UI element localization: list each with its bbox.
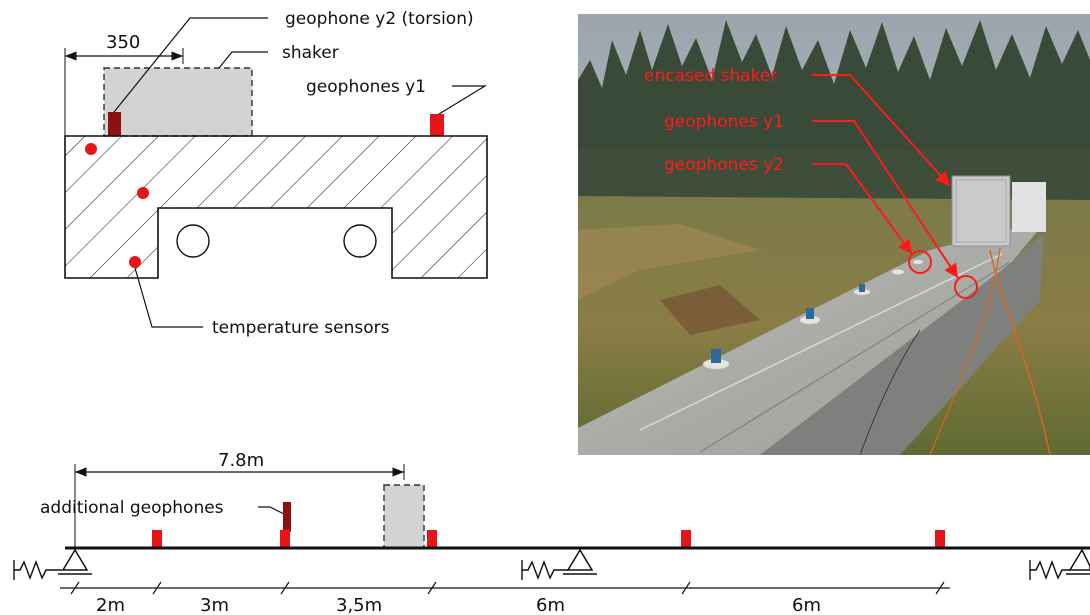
temperature-sensor-dot: [85, 143, 97, 155]
label-shaker: shaker: [282, 43, 339, 63]
label-additional-geophones: additional geophones: [40, 498, 224, 518]
longitudinal-geophone: [280, 530, 290, 548]
label-temperature-sensors: temperature sensors: [212, 318, 390, 338]
dimension-350-label: 350: [106, 32, 140, 53]
photo-label-geophones-y2: geophones y2: [664, 155, 784, 175]
photo-leader-shaker: [812, 74, 951, 187]
support-right: [1029, 548, 1090, 580]
leader-shaker: [218, 51, 268, 69]
longitudinal-geophone: [935, 530, 945, 548]
photo-label-geophones-y1: geophones y1: [664, 112, 784, 132]
temperature-sensor-dot: [129, 256, 141, 268]
span-ticks: [70, 581, 945, 595]
photo-marker-geophone-y2: [908, 250, 932, 274]
longitudinal-geophone: [681, 530, 691, 548]
geophone-y2-marker: [108, 112, 121, 136]
photo-leader-y2: [812, 163, 913, 255]
longitudinal-section: 7.8m additional geophones: [13, 450, 1090, 615]
geophone-y1-marker: [430, 114, 444, 136]
leader-geophones-y1: [438, 85, 488, 115]
cross-section: 350 geophone y2 (torsion) shaker geophon…: [64, 9, 488, 338]
shaker-enclosure: [951, 175, 1011, 247]
slab-section: [64, 135, 488, 279]
span-label: 2m: [96, 595, 125, 615]
span-label: 3m: [200, 595, 229, 615]
longitudinal-geophone: [427, 530, 437, 548]
site-photo: encased shaker geophones y1 geophones y2: [578, 14, 1090, 455]
additional-geophone-marker: [283, 502, 291, 532]
temperature-sensor-dot: [137, 187, 149, 199]
void-right: [343, 224, 377, 258]
label-geophones-y1: geophones y1: [306, 77, 426, 97]
span-label: 6m: [536, 595, 565, 615]
longitudinal-shaker-box: [383, 484, 425, 549]
label-geophone-y2: geophone y2 (torsion): [285, 9, 474, 29]
beam-side: [760, 232, 1044, 455]
photo-label-encased-shaker: encased shaker: [644, 66, 777, 86]
beam-top: [578, 226, 1040, 455]
photo-leader-y1: [812, 120, 959, 279]
leader-additional-geophones: [258, 506, 285, 515]
span-label: 6m: [792, 595, 821, 615]
dimension-7-8m-label: 7.8m: [218, 450, 264, 471]
span-label: 3,5m: [336, 595, 382, 615]
leader-temperature: [134, 267, 203, 328]
photo-marker-geophone-y1: [954, 275, 978, 299]
support-left: [13, 548, 92, 580]
leader-geophone-y2: [113, 17, 268, 113]
shaker-box: [103, 67, 253, 137]
void-left: [176, 224, 210, 258]
longitudinal-geophone: [152, 530, 162, 548]
support-middle: [521, 548, 597, 580]
